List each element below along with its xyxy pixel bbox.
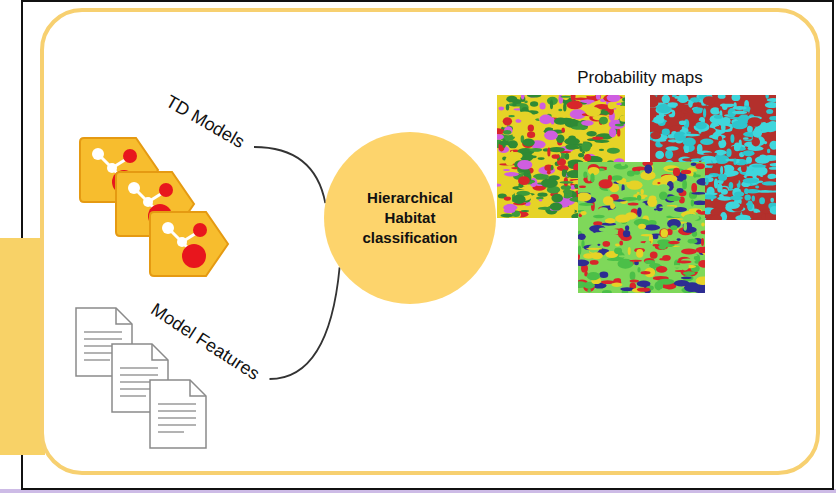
heading-text: TD Models bbox=[162, 91, 248, 153]
node-text: Hierarchical Habitat classification bbox=[350, 188, 470, 249]
group-heading: Model Features bbox=[145, 297, 266, 387]
section-label: Probability maps bbox=[577, 68, 703, 88]
heading-text: Model Features bbox=[147, 299, 263, 385]
process-circle: Hierarchical Habitat classification bbox=[324, 132, 496, 304]
group-heading: TD Models bbox=[160, 89, 250, 155]
connector-line bbox=[270, 267, 340, 379]
connector-line bbox=[254, 147, 325, 203]
